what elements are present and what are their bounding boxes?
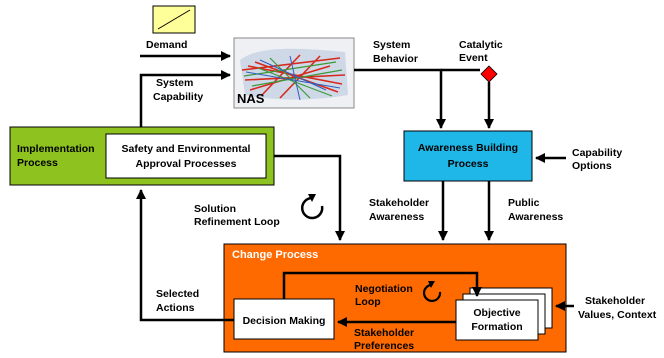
capability-options-label-1: Capability [572,147,622,159]
nas-traffic-map [233,37,355,109]
stakeholder-preferences-label-2: Preferences [354,340,414,352]
demand-chart-icon [152,5,196,34]
catalytic-event-marker [480,65,498,83]
selected-actions-label-2: Actions [156,302,195,314]
system-capability-label-2: Capability [153,91,203,103]
negotiation-loop-icon [422,281,442,303]
stakeholder-awareness-label-2: Awareness [369,211,424,223]
solution-refinement-label-1: Solution [194,203,236,215]
negotiation-loop-label-1: Negotiation [355,283,413,295]
demand-label: Demand [146,39,187,51]
objective-formation-label-2: Formation [471,321,522,333]
public-awareness-label-1: Public [508,197,540,209]
stakeholder-values-label-2: Values, Context [578,309,657,321]
implementation-process-label-1: Implementation [17,143,95,155]
implementation-process-label-2: Process [17,157,58,169]
safety-approval-label-1: Safety and Environmental [122,143,251,155]
catalytic-event-label-2: Event [459,52,488,64]
objective-formation-box [455,299,539,341]
capability-options-label-2: Options [572,160,612,172]
change-process-label: Change Process [232,249,318,261]
decision-making-label: Decision Making [243,315,326,327]
nas-label: NAS [237,91,265,106]
solution-refinement-loop-icon [300,194,324,220]
stakeholder-values-label-1: Stakeholder [585,295,645,307]
catalytic-event-label-1: Catalytic [459,39,503,51]
awareness-building-label-1: Awareness Building [418,142,518,154]
stakeholder-preferences-label-1: Stakeholder [354,327,414,339]
negotiation-loop-label-2: Loop [355,296,381,308]
awareness-building-label-2: Process [448,158,489,170]
safety-approval-label-2: Approval Processes [136,158,237,170]
safety-approval-box [105,133,267,179]
objective-formation-label-1: Objective [473,307,520,319]
solution-refinement-label-2: Refinement Loop [194,216,280,228]
awareness-building-box [403,130,533,182]
selected-actions-label-1: Selected [156,288,199,300]
public-awareness-label-2: Awareness [508,211,563,223]
system-capability-label-1: System [156,77,193,89]
stakeholder-awareness-label-1: Stakeholder [369,197,429,209]
connector-arrows [136,51,574,327]
system-behavior-label-2: Behavior [373,53,418,65]
system-behavior-label-1: System [373,39,410,51]
